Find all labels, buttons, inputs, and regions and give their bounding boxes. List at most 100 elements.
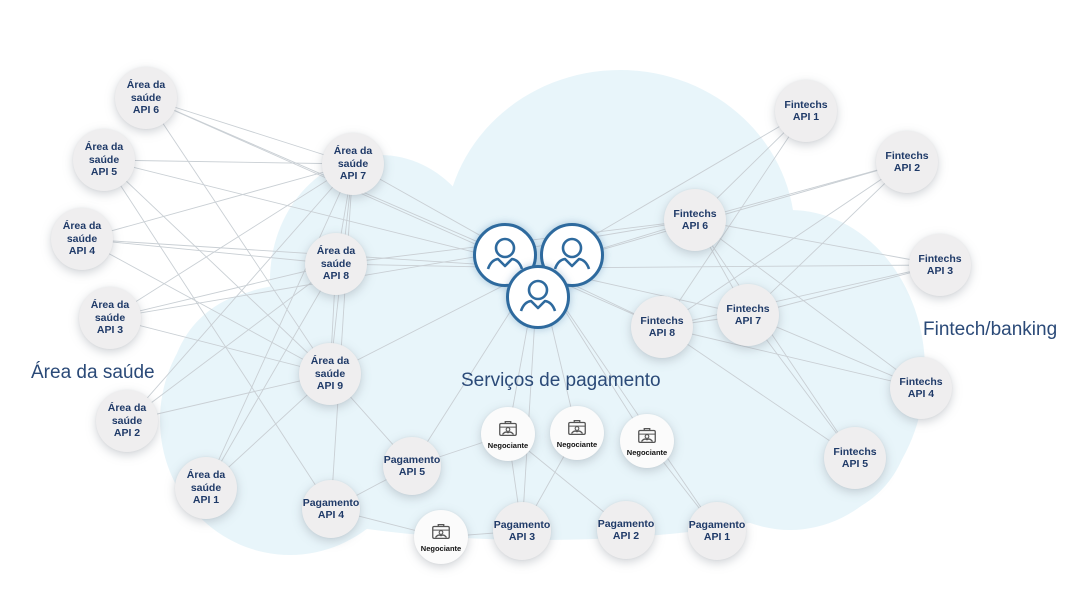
connection-line — [330, 163, 354, 510]
connection-line — [126, 373, 331, 422]
connection-line — [109, 317, 331, 375]
node-label: saúde — [190, 481, 222, 494]
node-label: Área da — [84, 141, 124, 154]
node-label: Negociante — [420, 544, 462, 553]
node-label: API 1 — [703, 531, 731, 543]
node-label: API 4 — [68, 245, 96, 258]
node-label: saúde — [314, 367, 346, 380]
group-label-health: Área da saúde — [31, 362, 155, 383]
node-label: API 3 — [96, 324, 124, 337]
connection-line — [103, 159, 331, 375]
node-label: Negociante — [556, 440, 598, 449]
connection-line — [694, 219, 856, 459]
node-label: saúde — [111, 414, 143, 427]
node-label: API 2 — [113, 427, 141, 440]
node-label: Área da — [107, 402, 147, 415]
node-label: API 4 — [317, 509, 345, 521]
group-label-fintech: Fintech/banking — [923, 319, 1058, 340]
node-label: saúde — [94, 311, 126, 324]
user-group-icon — [553, 237, 591, 270]
node-label: Área da — [316, 245, 356, 258]
node-label: Fintechs — [640, 314, 684, 327]
node-label: API 5 — [398, 466, 426, 478]
node-label: Área da — [126, 79, 166, 92]
user-group-icon — [486, 237, 524, 270]
merchant-node[interactable]: Negociante — [550, 406, 604, 460]
node-label: API 3 — [926, 265, 954, 277]
node-label: API 8 — [648, 327, 676, 339]
group-label-payments: Serviços de pagamento — [461, 370, 661, 391]
node-label: Pagamento — [597, 517, 655, 530]
node-label: saúde — [88, 153, 120, 166]
node-label: API 1 — [192, 494, 220, 507]
node-label: Pagamento — [688, 518, 746, 531]
merchant-node[interactable]: Negociante — [414, 510, 468, 564]
user-hub-center[interactable] — [506, 265, 570, 329]
node-label: API 5 — [841, 458, 869, 470]
merchant-node[interactable]: Negociante — [620, 414, 674, 468]
node-label: Área da — [186, 469, 226, 482]
node-label: API 7 — [734, 315, 762, 327]
connection-line — [109, 263, 337, 319]
connection-line — [103, 159, 332, 510]
connection-line — [537, 264, 941, 269]
connection-line — [537, 267, 718, 532]
node-label: Área da — [333, 145, 373, 158]
connection-line — [126, 163, 354, 422]
connection-line — [747, 161, 908, 316]
connection-line — [205, 163, 354, 489]
connection-line — [661, 326, 856, 459]
connection-line — [661, 110, 807, 328]
node-label: API 6 — [681, 220, 709, 232]
node-label: API 4 — [907, 388, 935, 400]
node-label: Negociante — [487, 441, 529, 450]
connection-line — [109, 163, 354, 319]
node-label: API 3 — [508, 531, 536, 543]
user-group-icon — [519, 279, 557, 312]
connection-line — [694, 161, 908, 221]
connection-line — [81, 238, 337, 265]
briefcase-handshake-icon — [638, 428, 656, 444]
connection-line — [694, 219, 922, 389]
node-label: API 2 — [893, 162, 921, 174]
node-label: API 5 — [90, 166, 118, 179]
node-label: Área da — [62, 220, 102, 233]
node-label: Fintechs — [918, 252, 962, 265]
merchant-node[interactable]: Negociante — [481, 407, 535, 461]
node-label: Fintechs — [885, 149, 929, 162]
node-label: API 6 — [132, 104, 160, 117]
node-label: Negociante — [626, 448, 668, 457]
connection-line — [126, 263, 337, 422]
briefcase-handshake-icon — [568, 420, 586, 436]
node-label: Fintechs — [899, 375, 943, 388]
node-label: Fintechs — [726, 302, 770, 315]
connection-line — [145, 97, 331, 375]
node-label: API 8 — [322, 270, 350, 283]
connection-line — [694, 219, 941, 266]
node-label: saúde — [337, 157, 369, 170]
briefcase-handshake-icon — [499, 421, 517, 437]
node-label: API 2 — [612, 530, 640, 542]
